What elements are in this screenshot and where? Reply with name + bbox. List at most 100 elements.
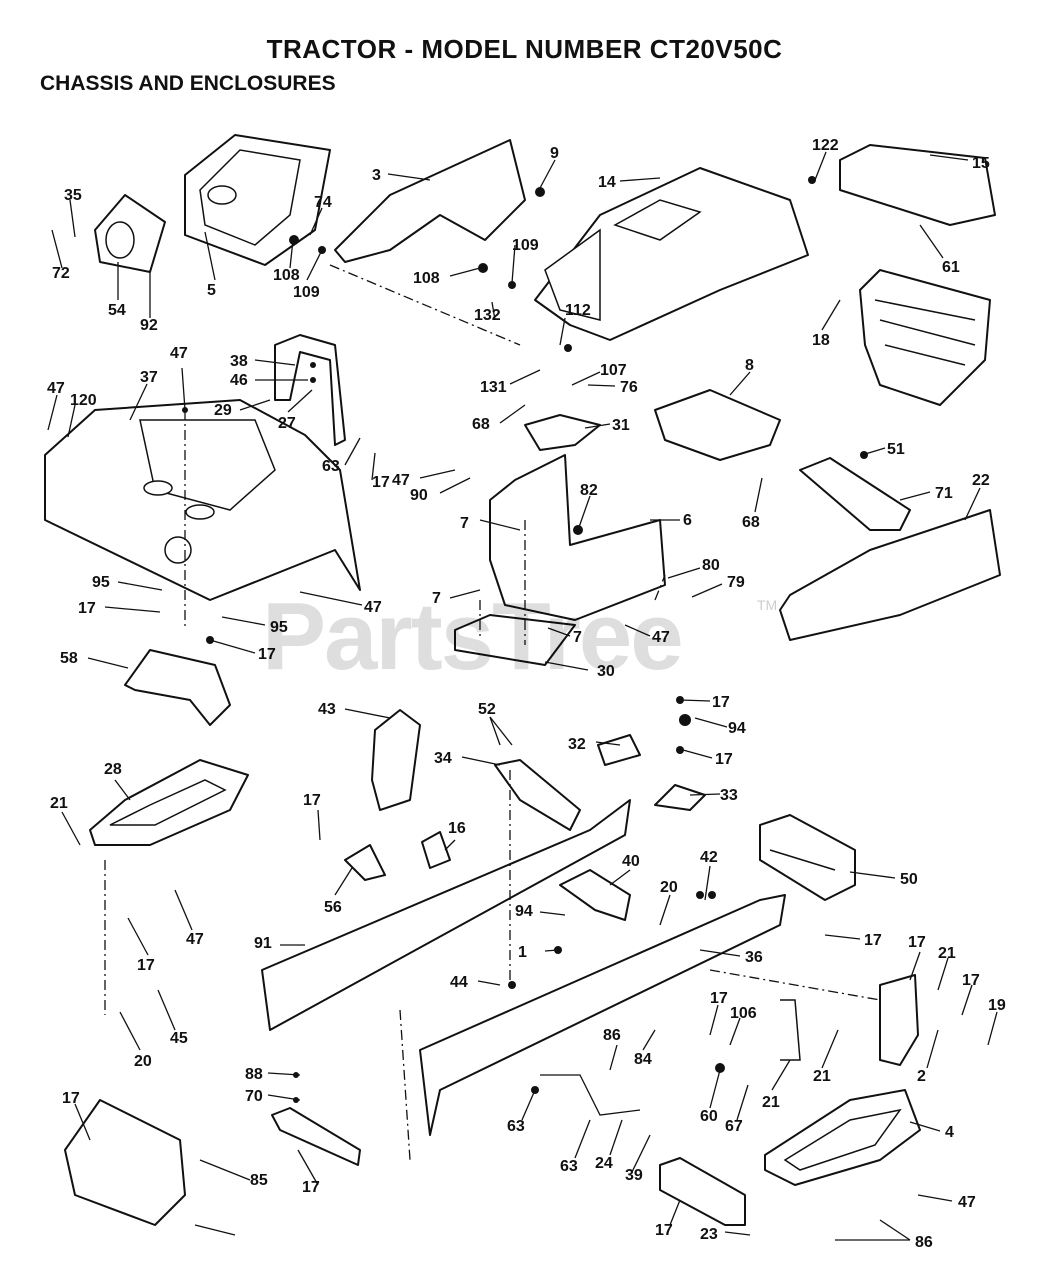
part-bracket-58 (124, 649, 231, 726)
callout-label: 86 (603, 1027, 621, 1044)
callout-label: 21 (813, 1068, 831, 1085)
callout-label: 47 (958, 1194, 976, 1211)
part-frame-rail-left (261, 799, 631, 1031)
part-bracket-44 (879, 974, 919, 1066)
callout-label: 20 (660, 879, 678, 896)
callout-label: 86 (915, 1234, 933, 1251)
callout-label: 21 (50, 795, 68, 812)
callout-label: 51 (887, 441, 905, 458)
callout-label: 43 (318, 701, 336, 718)
callout-label: 95 (270, 619, 288, 636)
callout-label: 37 (140, 369, 158, 386)
alignment-line (654, 574, 666, 601)
callout-label: 132 (474, 307, 501, 324)
callout-label: 63 (507, 1118, 525, 1135)
part-mat (454, 614, 576, 666)
callout-label: 17 (302, 1179, 320, 1196)
callout-label: 29 (214, 402, 232, 419)
part-plate-2 (64, 1099, 186, 1226)
callout-label: 32 (568, 736, 586, 753)
callout-label: 14 (598, 174, 616, 191)
page-title: TRACTOR - MODEL NUMBER CT20V50C (266, 34, 783, 64)
callout-label: 47 (364, 599, 382, 616)
callout-label: 34 (434, 750, 452, 767)
callout-label: 56 (324, 899, 342, 916)
callout-label: 20 (134, 1053, 152, 1070)
callout-label: 106 (730, 1005, 757, 1022)
callout-label: 88 (245, 1066, 263, 1083)
callout-label: 52 (478, 701, 496, 718)
callout-label: 23 (700, 1226, 718, 1243)
callout-label: 22 (972, 472, 990, 489)
callout-label: 60 (700, 1108, 718, 1125)
callout-label: 17 (372, 474, 390, 491)
part-plate-31 (524, 414, 601, 451)
part-bracket-40 (559, 869, 631, 921)
callout-label: 108 (273, 267, 300, 284)
callout-label: 107 (600, 362, 627, 379)
callout-label: 40 (622, 853, 640, 870)
callout-label: 91 (254, 935, 272, 952)
part-grommet-16 (421, 831, 451, 869)
callout-label: 21 (938, 945, 956, 962)
callout-label: 27 (278, 415, 296, 432)
callout-label: 1 (518, 944, 527, 961)
callout-label: 95 (92, 574, 110, 591)
callout-label: 7 (432, 590, 441, 607)
callout-label: 46 (230, 372, 248, 389)
callout-label: 4 (945, 1124, 954, 1141)
callout-label: 67 (725, 1118, 743, 1135)
callout-label: 70 (245, 1088, 263, 1105)
callout-label: 17 (137, 957, 155, 974)
callout-label: 120 (70, 392, 97, 409)
callout-label: 63 (560, 1158, 578, 1175)
callout-label: 80 (702, 557, 720, 574)
callout-label: 50 (900, 871, 918, 888)
part-plate-8 (654, 389, 781, 461)
part-frame-main (419, 894, 786, 1136)
callout-label: 47 (47, 380, 65, 397)
callout-label: 47 (652, 629, 670, 646)
callout-label: 17 (715, 751, 733, 768)
watermark-trademark: TM (757, 597, 778, 613)
part-bracket-33 (654, 784, 706, 811)
callout-label: 21 (762, 1094, 780, 1111)
callout-label: 17 (962, 972, 980, 989)
callout-label: 18 (812, 332, 830, 349)
part-side-panel (334, 139, 526, 263)
fastener-dots (182, 176, 868, 1103)
callout-label: 17 (655, 1222, 673, 1239)
callout-label: 17 (908, 934, 926, 951)
callout-label: 17 (258, 646, 276, 663)
callout-label: 63 (322, 458, 340, 475)
callout-label: 7 (573, 629, 582, 646)
part-bracket-34 (494, 759, 581, 831)
callout-label: 8 (745, 357, 754, 374)
callout-label: 84 (634, 1051, 652, 1068)
callout-label: 3 (372, 167, 381, 184)
part-lever-84 (780, 999, 801, 1061)
watermark-text: PartsTree (262, 583, 684, 690)
callout-label: 42 (700, 849, 718, 866)
callout-label: 131 (480, 379, 507, 396)
callout-label: 39 (625, 1167, 643, 1184)
callout-label: 47 (186, 931, 204, 948)
callout-label: 45 (170, 1030, 188, 1047)
callout-label: 112 (565, 302, 591, 319)
callout-label: 71 (935, 485, 953, 502)
part-bracket (274, 334, 346, 446)
part-rod-67 (540, 1074, 641, 1116)
callout-label: 109 (293, 284, 320, 301)
callout-label: 72 (52, 265, 70, 282)
callout-labels: 3 9 14 122 15 35 72 54 92 5 108 74 109 1… (47, 137, 1006, 1251)
callout-label: 36 (745, 949, 763, 966)
callout-label: 31 (612, 417, 630, 434)
callout-label: 17 (303, 792, 321, 809)
callout-label: 24 (595, 1155, 613, 1172)
alignment-line (329, 264, 521, 346)
part-bracket-85 (271, 1107, 361, 1166)
callout-label: 2 (917, 1068, 926, 1085)
callout-label: 79 (727, 574, 745, 591)
callout-label: 58 (60, 650, 78, 667)
callout-label: 108 (413, 270, 440, 287)
